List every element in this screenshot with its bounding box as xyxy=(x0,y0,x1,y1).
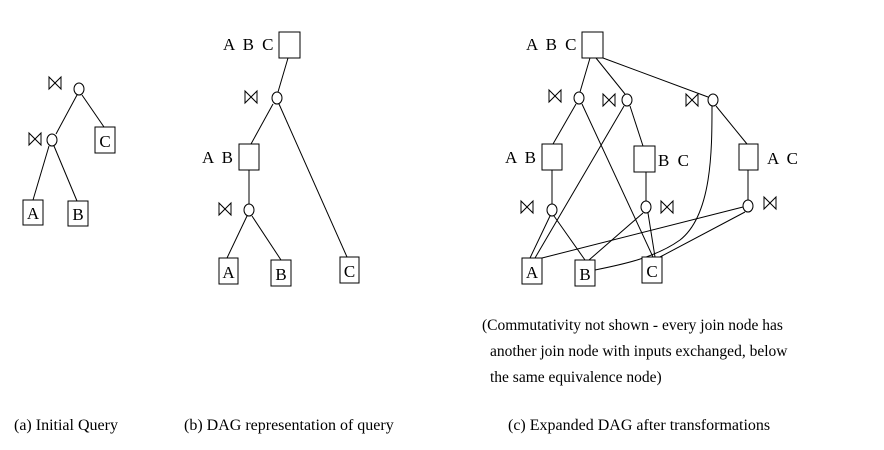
panel-a: C A B (a) Initial Query xyxy=(14,76,118,434)
edge-c-j2-bc xyxy=(629,105,644,147)
edge-c-j6-c xyxy=(659,211,746,258)
panel-c: A B C A B B C A C A B xyxy=(482,31,800,434)
note-line-2: another join node with inputs exchanged,… xyxy=(490,343,788,360)
edge-b-j2-b xyxy=(251,215,282,261)
edge-b-j1-ab xyxy=(250,103,274,145)
equivalence-label-ab: A B xyxy=(505,148,538,167)
join-node-root xyxy=(73,82,85,96)
relation-a-label: A xyxy=(222,263,235,282)
edge-c-abc-j2 xyxy=(595,57,626,95)
relation-b: B xyxy=(574,259,596,287)
edge-c-j6-a xyxy=(541,206,744,259)
edge-a-root-c xyxy=(81,94,105,128)
join-node-j2 xyxy=(621,93,633,107)
bowtie-icon xyxy=(685,93,699,107)
join-node-j1 xyxy=(271,91,283,105)
equivalence-node-abc: A B C xyxy=(223,31,301,59)
panel-b: A B C A B A B C (b) DAG representation o… xyxy=(184,31,394,434)
equivalence-label-abc: A B C xyxy=(223,35,276,54)
bowtie-icon xyxy=(48,76,62,90)
relation-a: A xyxy=(521,257,543,285)
relation-a-label: A xyxy=(526,263,539,282)
bowtie-icon xyxy=(218,202,232,216)
join-node-j4 xyxy=(546,203,558,217)
relation-b-label: B xyxy=(579,265,590,284)
note-line-3: the same equivalence node) xyxy=(490,369,662,386)
note-line-1: (Commutativity not shown - every join no… xyxy=(482,317,783,334)
relation-c-label: C xyxy=(646,262,657,281)
edge-c-abc-j3 xyxy=(602,57,709,98)
edge-b-abc-j1 xyxy=(277,57,289,93)
relation-b-label: B xyxy=(275,265,286,284)
equivalence-node-ab: A B xyxy=(202,143,260,171)
equivalence-node-abc: A B C xyxy=(526,31,604,59)
edge-a-jab-a xyxy=(32,145,50,201)
edge-c-j4-b xyxy=(553,215,586,261)
edge-b-j1-c xyxy=(278,103,348,258)
bowtie-icon xyxy=(763,196,777,210)
edge-c-j1-c xyxy=(581,103,654,258)
edge-c-j3-b xyxy=(594,105,713,271)
relation-b-label: B xyxy=(72,205,83,224)
relation-b: B xyxy=(270,259,292,287)
edge-a-jab-b xyxy=(53,145,78,202)
bowtie-icon xyxy=(602,93,616,107)
edge-c-abc-j1 xyxy=(579,57,591,93)
equivalence-label-ab: A B xyxy=(202,148,235,167)
bowtie-icon xyxy=(520,200,534,214)
equivalence-label-ac: A C xyxy=(767,149,800,168)
relation-a: A xyxy=(218,257,239,285)
join-node-j2 xyxy=(243,203,255,217)
edge-c-j2-a xyxy=(534,105,625,259)
edge-a-root-jab xyxy=(55,94,78,135)
bowtie-icon xyxy=(244,90,258,104)
bowtie-icon xyxy=(660,200,674,214)
bowtie-icon xyxy=(28,132,42,146)
join-node-j3 xyxy=(707,93,719,107)
relation-b: B xyxy=(67,200,89,227)
relation-c: C xyxy=(94,126,116,154)
equivalence-node-ac: A C xyxy=(738,143,800,171)
edge-c-j5-b xyxy=(588,212,644,261)
edge-c-j1-ab xyxy=(552,103,577,145)
edge-c-j4-a xyxy=(529,215,551,259)
relation-c-label: C xyxy=(99,132,110,151)
equivalence-label-bc: B C xyxy=(658,151,691,170)
caption-a: (a) Initial Query xyxy=(14,417,118,434)
commutativity-note: (Commutativity not shown - every join no… xyxy=(482,317,788,386)
join-node-j5 xyxy=(640,200,652,214)
edge-c-j5-c xyxy=(647,212,656,258)
equivalence-node-bc: B C xyxy=(633,145,691,173)
caption-b: (b) DAG representation of query xyxy=(184,417,394,434)
edge-b-j2-a xyxy=(226,215,248,259)
relation-c: C xyxy=(339,256,360,284)
join-node-j6 xyxy=(742,199,754,213)
relation-a-label: A xyxy=(27,204,40,223)
edge-c-j3-ac xyxy=(715,105,748,145)
relation-c: C xyxy=(641,256,663,284)
caption-c: (c) Expanded DAG after transformations xyxy=(508,417,770,434)
equivalence-node-ab: A B xyxy=(505,143,563,171)
bowtie-icon xyxy=(548,89,562,103)
equivalence-label-abc: A B C xyxy=(526,35,579,54)
relation-c-label: C xyxy=(344,262,355,281)
join-node-ab xyxy=(46,133,58,147)
join-node-j1 xyxy=(573,91,585,105)
relation-a: A xyxy=(22,199,44,226)
